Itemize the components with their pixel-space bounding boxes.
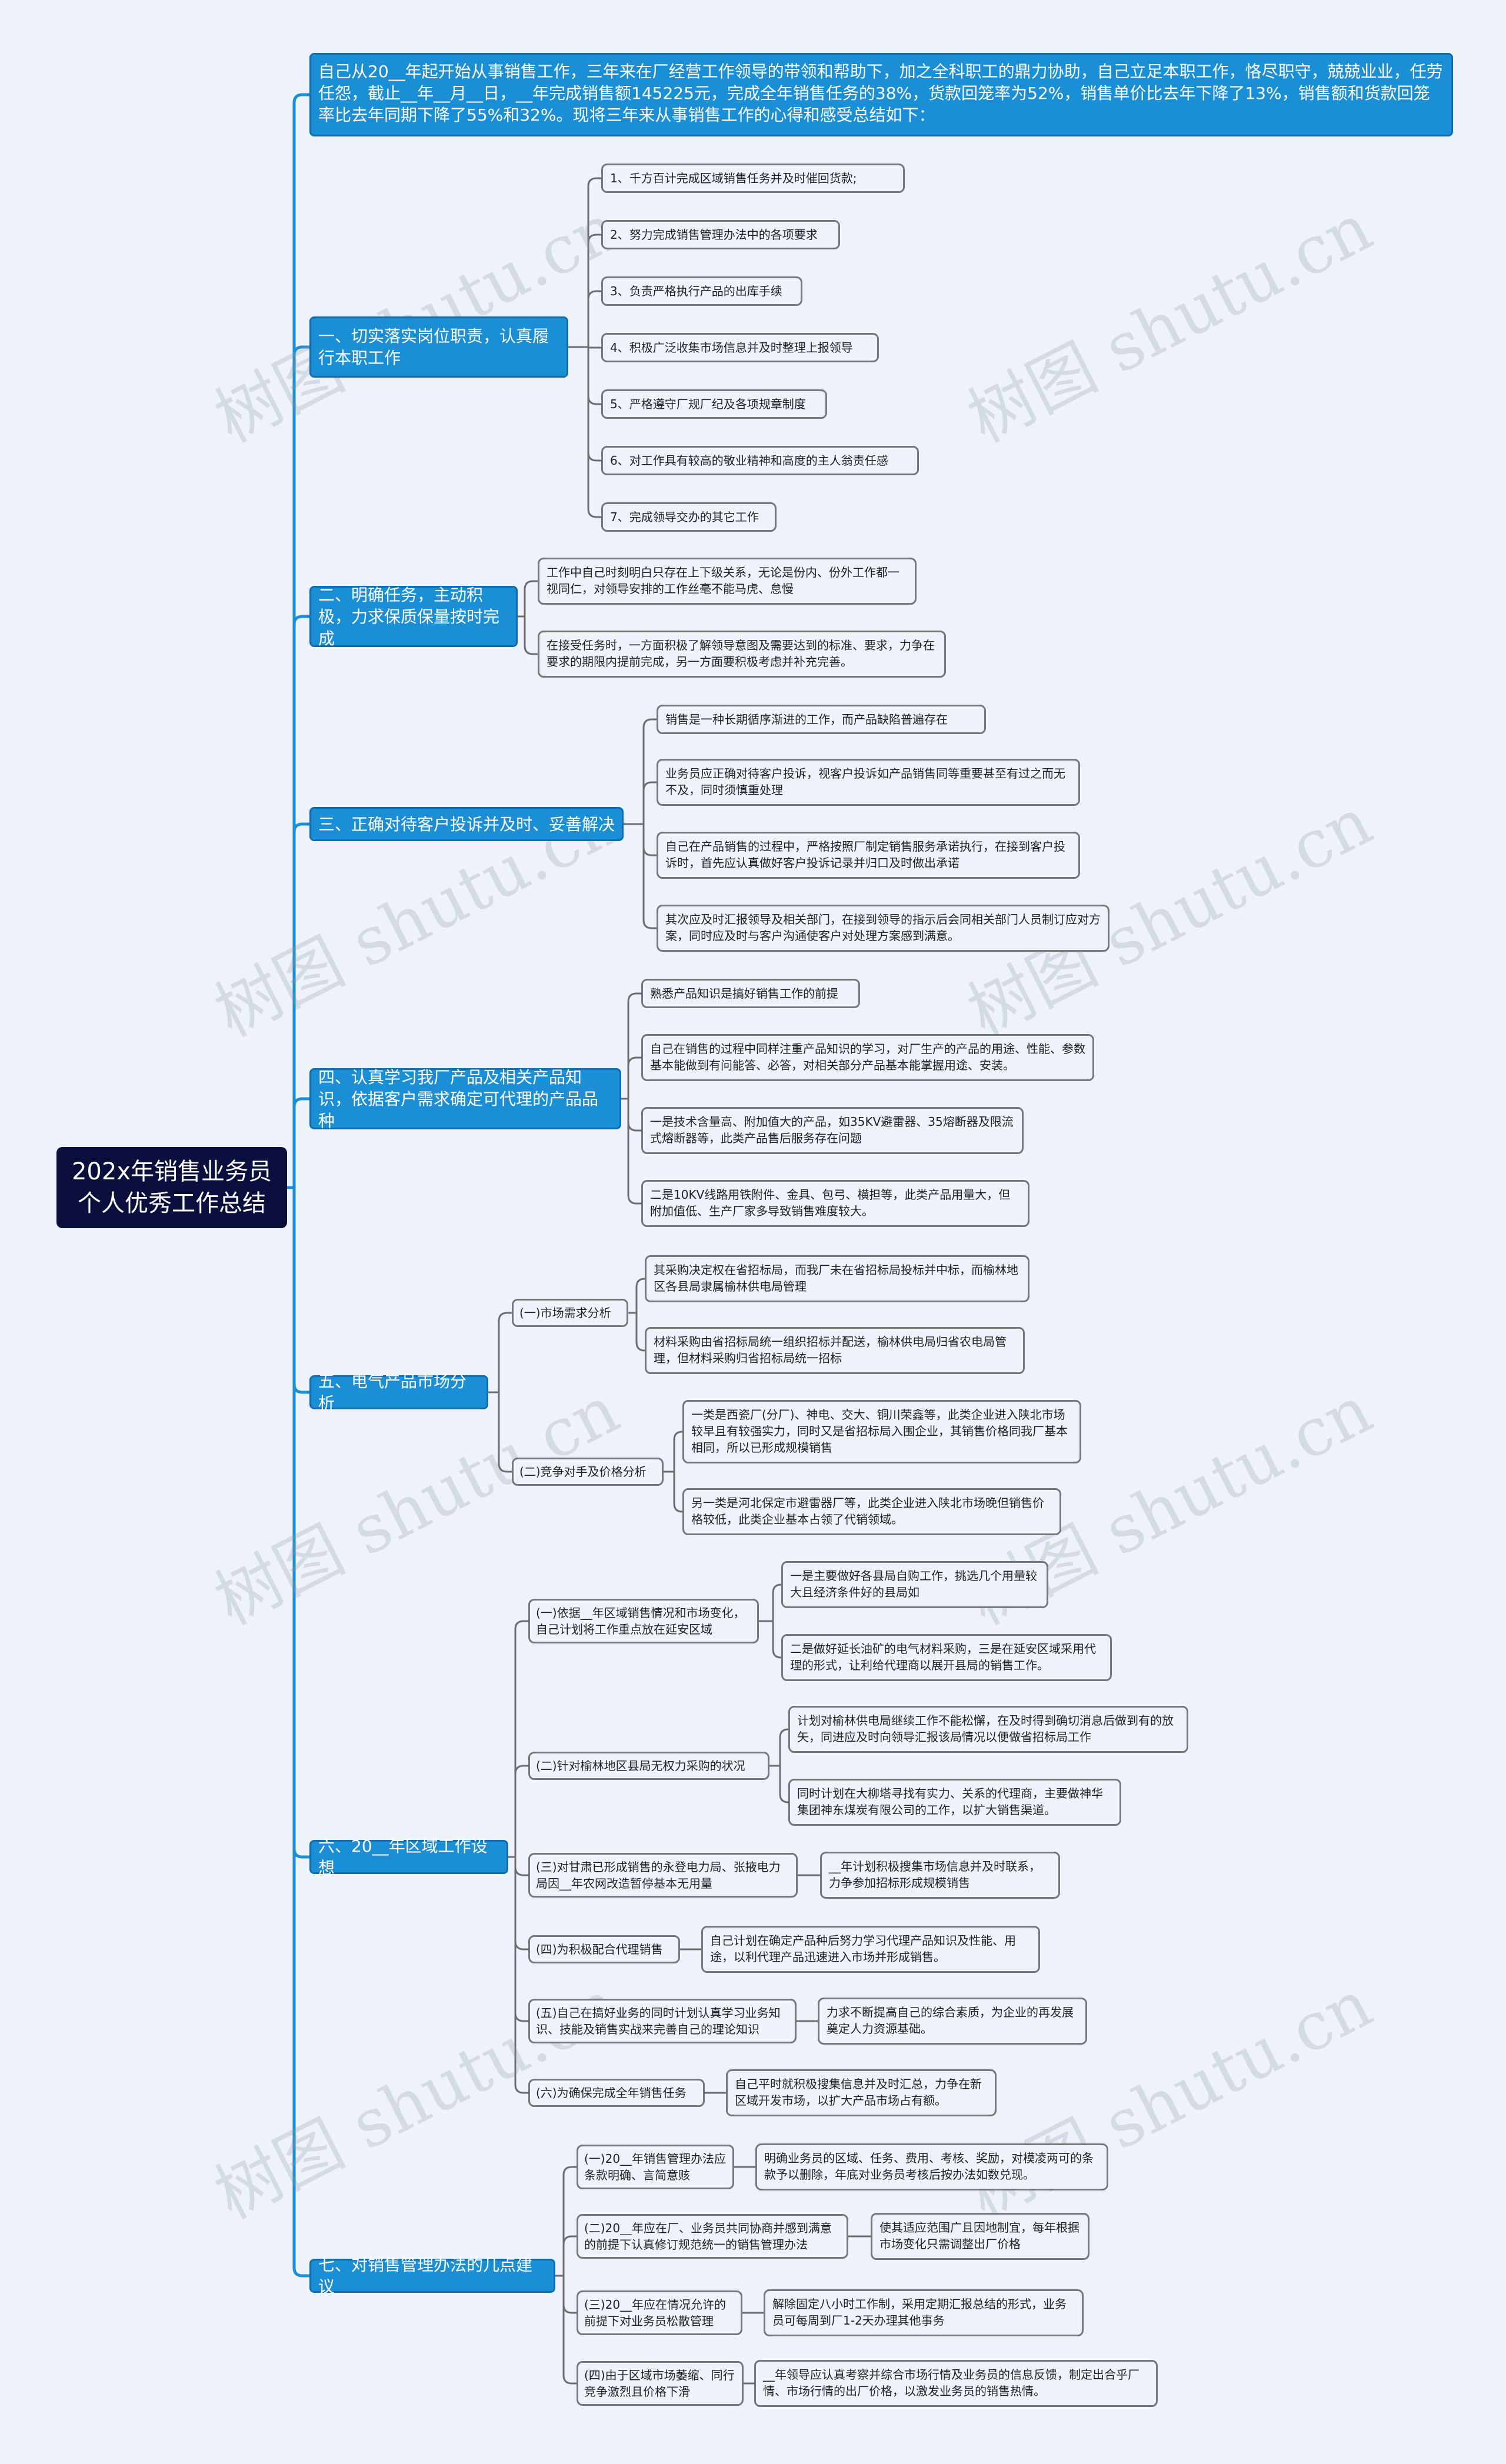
sub-7-3[interactable]: (三)20__年应在情况允许的前提下对业务员松散管理: [577, 2290, 742, 2335]
leaf-3-4[interactable]: 其次应及时汇报领导及相关部门，在接到领导的指示后会同相关部门人员制订应对方案，同…: [657, 905, 1109, 952]
connector-line: [562, 2276, 577, 2385]
leaf-6-2-1[interactable]: 计划对榆林供电局继续工作不能松懈，在及时得到确切消息后做到有的放矢，同进应及时向…: [788, 1706, 1188, 1753]
connector-line: [524, 580, 538, 616]
sub-6-3[interactable]: (三)对甘肃已形成销售的永登电力局、张掖电力局因__年农网改造暂停基本无用量: [528, 1853, 798, 1898]
connector-line: [779, 1766, 789, 1803]
connector-line: [627, 992, 641, 1099]
leaf-2-1[interactable]: 工作中自己时刻明白只存在上下级关系，无论是份内、份外工作都一视同仁，对领导安排的…: [538, 558, 917, 605]
sub-6-4[interactable]: (四)为积极配合代理销售: [528, 1935, 680, 1963]
connector-line: [562, 2276, 577, 2314]
intro-paragraph[interactable]: 自己从20__年起开始从事销售工作，三年来在厂经营工作领导的带领和帮助下，加之全…: [309, 53, 1453, 136]
branch-5[interactable]: 五、电气产品市场分析: [309, 1372, 488, 1413]
leaf-1-7[interactable]: 7、完成领导交办的其它工作: [601, 502, 777, 532]
sub-6-2[interactable]: (二)针对榆林地区县局无权力采购的状况: [528, 1752, 769, 1780]
leaf-6-6-1[interactable]: 自己平时就积极搜集信息并及时汇总，力争在新区域开发市场，以扩大产品市场占有额。: [726, 2069, 997, 2116]
connector-line: [514, 1857, 528, 1876]
leaf-4-1[interactable]: 熟悉产品知识是搞好销售工作的前提: [641, 979, 860, 1008]
leaf-2-2[interactable]: 在接受任务时，一方面积极了解领导意图及需要达到的标准、要求，力争在要求的期限内提…: [538, 631, 946, 678]
leaf-1-6[interactable]: 6、对工作具有较高的敬业精神和高度的主人翁责任感: [601, 446, 919, 475]
leaf-6-1-2[interactable]: 二是做好延长油矿的电气材料采购，三是在延安区域采用代理的形式，让利给代理商以展开…: [781, 1634, 1112, 1681]
connector-line: [635, 1313, 645, 1352]
leaf-1-2[interactable]: 2、努力完成销售管理办法中的各项要求: [601, 220, 840, 249]
leaf-1-1[interactable]: 1、千方百计完成区域销售任务并及时催回货款;: [601, 164, 905, 193]
connector-line: [292, 1097, 309, 1188]
connector-line: [587, 290, 601, 347]
leaf-1-3[interactable]: 3、负责严格执行产品的出库手续: [601, 276, 802, 306]
leaf-1-4[interactable]: 4、积极广泛收集市场信息并及时整理上报领导: [601, 333, 879, 362]
sub-7-4[interactable]: (四)由于区域市场萎缩、同行竞争激烈且价格下滑: [577, 2361, 744, 2406]
leaf-1-5[interactable]: 5、严格遵守厂规厂纪及各项规章制度: [601, 389, 827, 419]
connector-line: [635, 1278, 645, 1313]
leaf-7-1-1[interactable]: 明确业务员的区域、任务、费用、考核、奖励，对模凌两可的条款予以删除，年底对业务员…: [755, 2143, 1108, 2190]
connector-line: [514, 1857, 528, 2022]
leaf-7-3-1[interactable]: 解除固定八小时工作制，采用定期汇报总结的形式，业务员可每周到厂1-2天办理其他事…: [764, 2289, 1084, 2336]
leaf-5-2-2[interactable]: 另一类是河北保定市避雷器厂等，此类企业进入陕北市场晚但销售价格较低，此类企业基本…: [682, 1488, 1061, 1535]
leaf-3-3[interactable]: 自己在产品销售的过程中，严格按照厂制定销售服务承诺执行，在接到客户投诉时，首先应…: [657, 832, 1080, 879]
connector-line: [562, 2235, 577, 2276]
connector-line: [292, 615, 309, 1188]
leaf-5-1-1[interactable]: 其采购决定权在省招标局，而我厂未在省招标局投标并中标，而榆林地区各县局隶属榆林供…: [645, 1255, 1029, 1302]
connector-line: [627, 1099, 641, 1205]
branch-4[interactable]: 四、认真学习我厂产品及相关产品知识，依据客户需求确定可代理的产品品种: [309, 1068, 621, 1131]
connector-line: [673, 1472, 683, 1513]
connector-line: [772, 1621, 782, 1659]
connector-line: [514, 1620, 528, 1857]
connector-line: [587, 347, 601, 518]
connector-line: [642, 718, 657, 824]
sub-6-1[interactable]: (一)依据__年区域销售情况和市场变化，自己计划将工作重点放在延安区域: [528, 1599, 759, 1643]
connector-line: [642, 781, 657, 824]
leaf-7-2-1[interactable]: 使其适应范围广且因地制宜，每年根据市场变化只需调整出厂价格: [871, 2213, 1089, 2260]
leaf-4-4[interactable]: 二是10KV线路用铁附件、金具、包弓、横担等，此类产品用量大，但附加值低、生产厂…: [641, 1180, 1029, 1227]
connector-line: [514, 1857, 528, 2094]
connector-line: [772, 1583, 782, 1621]
connector-line: [562, 2166, 577, 2276]
branch-6[interactable]: 六、20__年区域工作设想: [309, 1836, 508, 1878]
connector-line: [587, 177, 601, 347]
leaf-3-2[interactable]: 业务员应正确对待客户投诉，视客户投诉如产品销售同等重要甚至有过之而无不及，同时须…: [657, 759, 1080, 806]
connector-line: [587, 347, 601, 405]
sub-6-6[interactable]: (六)为确保完成全年销售任务: [528, 2079, 705, 2107]
connector-line: [514, 1765, 528, 1857]
leaf-6-1-1[interactable]: 一是主要做好各县局自购工作，挑选几个用量较大且经济条件好的县局如: [781, 1561, 1048, 1608]
leaf-5-1-2[interactable]: 材料采购由省招标局统一组织招标并配送，榆林供电局归省农电局管理，但材料采购归省招…: [645, 1327, 1025, 1374]
leaf-3-1[interactable]: 销售是一种长期循序渐进的工作，而产品缺陷普遍存在: [657, 705, 986, 734]
connector-line: [292, 1188, 309, 1859]
leaf-4-3[interactable]: 一是技术含量高、附加值大的产品，如35KV避雷器、35熔断器及限流式熔断器等，此…: [641, 1107, 1024, 1154]
connector-line: [498, 1312, 512, 1392]
leaf-5-2-1[interactable]: 一类是西瓷厂(分厂)、神电、交大、铜川荣鑫等，此类企业进入陕北市场较早且有较强实…: [682, 1400, 1081, 1463]
connector-line: [673, 1431, 683, 1472]
connector-line: [642, 824, 657, 929]
sub-5-1[interactable]: (一)市场需求分析: [512, 1299, 628, 1327]
connector-line: [292, 345, 309, 1188]
connector-line: [627, 1056, 641, 1099]
connector-line: [292, 822, 309, 1188]
leaf-4-2[interactable]: 自己在销售的过程中同样注重产品知识的学习，对厂生产的产品的用途、性能、参数基本能…: [641, 1034, 1094, 1081]
connector-line: [498, 1392, 512, 1473]
connector-line: [779, 1728, 789, 1766]
branch-1[interactable]: 一、切实落实岗位职责，认真履行本职工作: [309, 316, 568, 378]
branch-2[interactable]: 二、明确任务，主动积极，力求保质保量按时完成: [309, 585, 518, 648]
connector-line: [587, 234, 601, 347]
connector-line: [642, 824, 657, 856]
branch-3[interactable]: 三、正确对待客户投诉并及时、妥善解决: [309, 807, 624, 841]
connector-line: [292, 93, 309, 1188]
connector-line: [292, 1188, 309, 2278]
sub-7-2[interactable]: (二)20__年应在厂、业务员共同协商并感到满意的前提下认真修订规范统一的销售管…: [577, 2214, 848, 2259]
connector-line: [292, 1188, 309, 1394]
leaf-6-4-1[interactable]: 自己计划在确定产品种后努力学习代理产品知识及性能、用途，以利代理产品迅速进入市场…: [701, 1926, 1040, 1973]
sub-6-5[interactable]: (五)自己在搞好业务的同时计划认真学习业务知识、技能及销售实战来完善自己的理论知…: [528, 1999, 797, 2043]
leaf-6-2-2[interactable]: 同时计划在大柳塔寻找有实力、关系的代理商，主要做神华集团神东煤炭有限公司的工作，…: [788, 1779, 1121, 1826]
root-topic[interactable]: 202x年销售业务员个人优秀工作总结: [56, 1147, 287, 1228]
connector-line: [627, 1099, 641, 1132]
leaf-7-4-1[interactable]: __年领导应认真考察并综合市场行情及业务员的信息反馈，制定出合乎厂情、市场行情的…: [754, 2360, 1158, 2407]
sub-7-1[interactable]: (一)20__年销售管理办法应条款明确、言简意赅: [577, 2145, 734, 2189]
connector-line: [524, 616, 538, 655]
connector-line: [514, 1857, 528, 1950]
leaf-6-5-1[interactable]: 力求不断提高自己的综合素质，为企业的再发展奠定人力资源基础。: [818, 1998, 1087, 2045]
sub-5-2[interactable]: (二)竞争对手及价格分析: [512, 1458, 664, 1486]
leaf-6-3-1[interactable]: __年计划积极搜集市场信息并及时联系，力争参加招标形成规模销售: [820, 1852, 1060, 1899]
branch-7[interactable]: 七、对销售管理办法的几点建议: [309, 2255, 555, 2296]
